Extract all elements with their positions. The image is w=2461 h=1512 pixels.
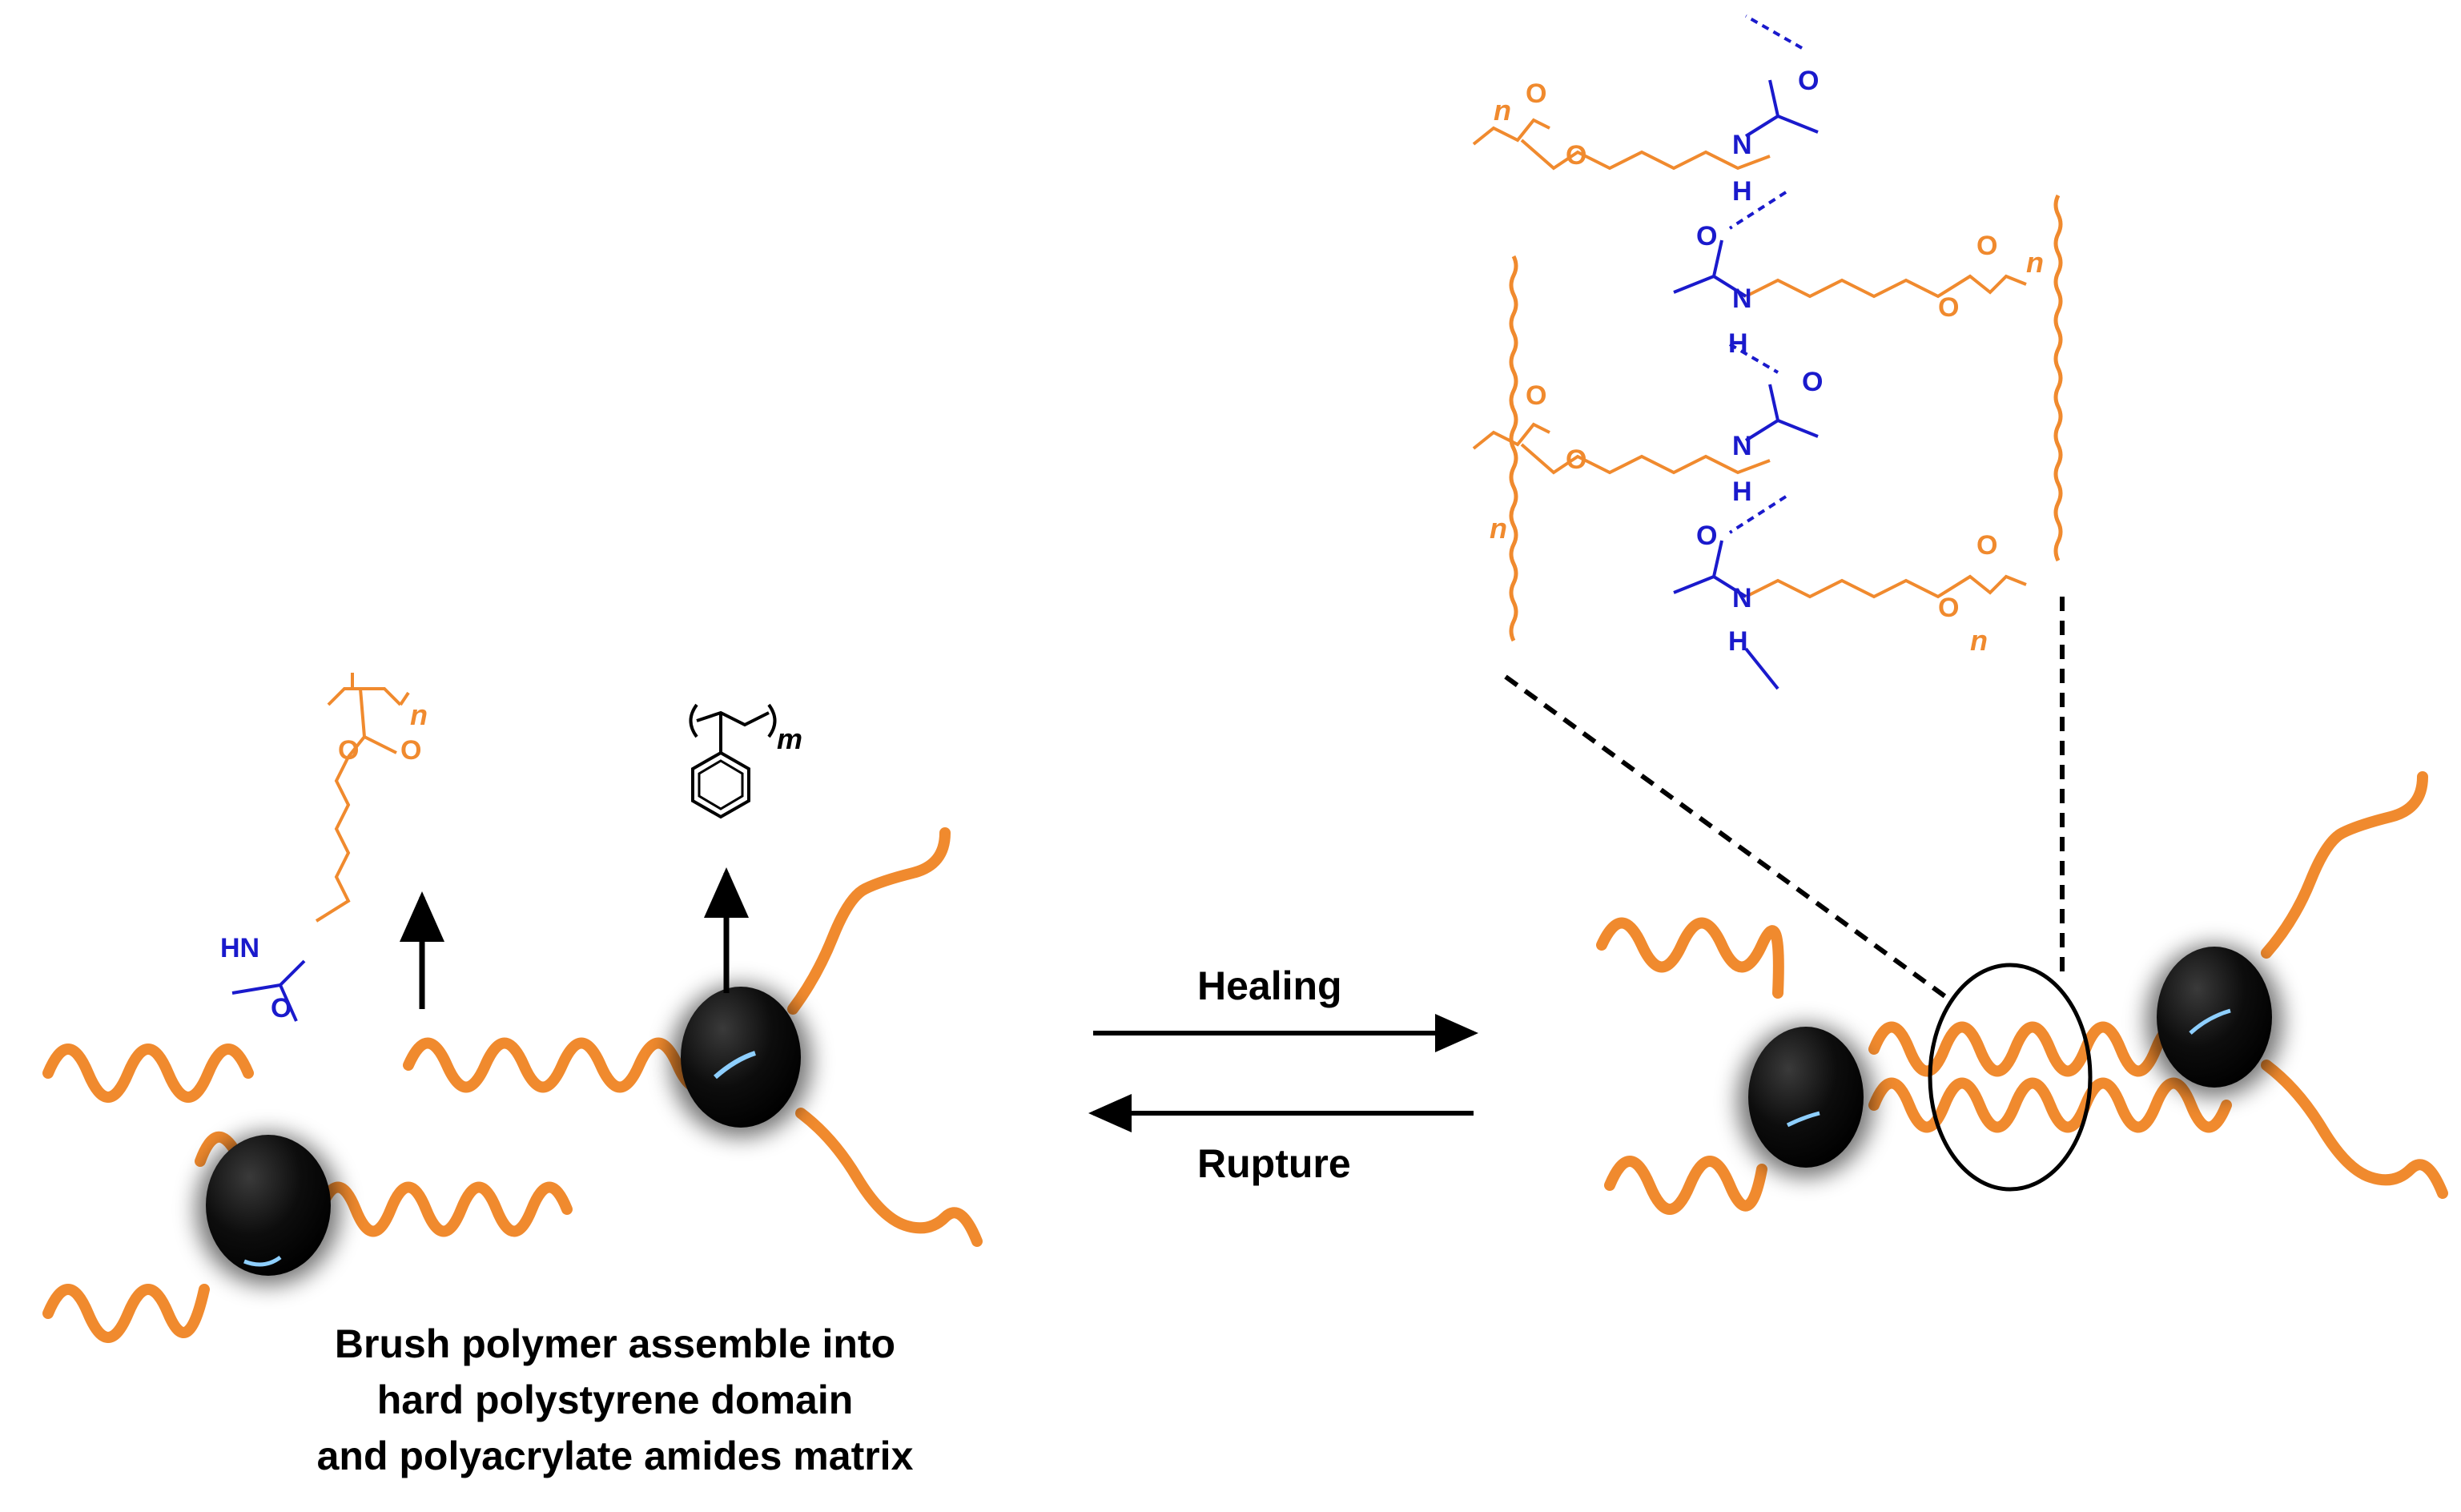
caption-line-3: and polyacrylate amides matrix (317, 1434, 914, 1478)
chem-h-row3: H (1732, 477, 1752, 507)
chem-h-row4: H (1728, 626, 1748, 657)
chem-o-carbonyl-row4: O (1976, 530, 1997, 561)
acrylate-amide-structure: O O n HN O (220, 673, 428, 1023)
left-brush-assembly (42, 827, 983, 1343)
wavy-chain (1604, 1156, 1767, 1215)
chem-subscript-n-left: n (410, 698, 428, 731)
wavy-chain (1596, 917, 1784, 999)
chem-o-carbonyl-row2: O (1976, 231, 1997, 261)
chem-o-carbonyl: O (400, 735, 421, 766)
chem-o-ester-row3: O (1566, 444, 1586, 475)
wavy-chain (1868, 1077, 2232, 1133)
polystyrene-structure: m (689, 703, 802, 819)
chem-o-row2: O (1696, 221, 1717, 251)
chem-n-row3: N (1732, 431, 1752, 461)
zoom-line-left (1504, 674, 1948, 999)
chem-o-carbonyl-row3: O (1526, 380, 1546, 411)
wavy-chain (403, 1037, 722, 1093)
healing-label: Healing (1197, 963, 1342, 1008)
caption-line-2: hard polystyrene domain (377, 1377, 854, 1422)
wavy-chain (2261, 1060, 2448, 1199)
chem-o-ester-row1: O (1566, 140, 1586, 171)
wavy-chain (42, 1044, 254, 1103)
chem-o-row1: O (1798, 66, 1819, 96)
chem-o-ester: O (338, 735, 359, 766)
wavy-chain (42, 1284, 210, 1343)
rupture-label: Rupture (1197, 1141, 1351, 1186)
healing-rupture-arrows: Healing Rupture (1088, 963, 1478, 1186)
chem-n-row4: N (1732, 583, 1752, 613)
chem-o-ester-row2: O (1938, 292, 1959, 323)
polystyrene-domain-left-1 (196, 1133, 340, 1285)
chem-o-row4: O (1696, 521, 1717, 551)
chem-o-ester-row4: O (1938, 593, 1959, 623)
chem-amide-nh: HN (220, 933, 259, 963)
chem-o-amide: O (271, 993, 292, 1023)
chem-o-carbonyl-row1: O (1526, 78, 1546, 109)
chem-subscript-n-r1: n (1494, 94, 1511, 127)
hydrogen-bond-network: N H O O N H O N H O N H O O O O O O O O … (1472, 14, 2063, 690)
polystyrene-domain-left-2 (670, 985, 811, 1137)
chem-o-row3: O (1802, 367, 1823, 397)
chem-h-row2: H (1728, 328, 1748, 359)
caption-line-1: Brush polymer assemble into (335, 1321, 895, 1366)
wavy-chain (2261, 771, 2428, 959)
polystyrene-domain-right-1 (1738, 1025, 1874, 1177)
chem-n-row1: N (1732, 130, 1752, 160)
wavy-chain (315, 1181, 573, 1237)
chem-subscript-m: m (777, 722, 802, 755)
right-brush-assembly (1596, 771, 2448, 1215)
chem-subscript-n-r4: n (1970, 624, 1988, 657)
wavy-chain (787, 827, 951, 1015)
chem-h-row1: H (1732, 176, 1752, 207)
chem-n-row2: N (1732, 284, 1752, 314)
chem-subscript-n-r2: n (2026, 246, 2044, 279)
polystyrene-domain-right-2 (2146, 945, 2282, 1097)
caption: Brush polymer assemble into hard polysty… (317, 1321, 914, 1478)
magnified-region-circle (1928, 963, 2093, 1192)
wavy-chain (795, 1108, 983, 1247)
chem-subscript-n-r3: n (1490, 512, 1507, 545)
